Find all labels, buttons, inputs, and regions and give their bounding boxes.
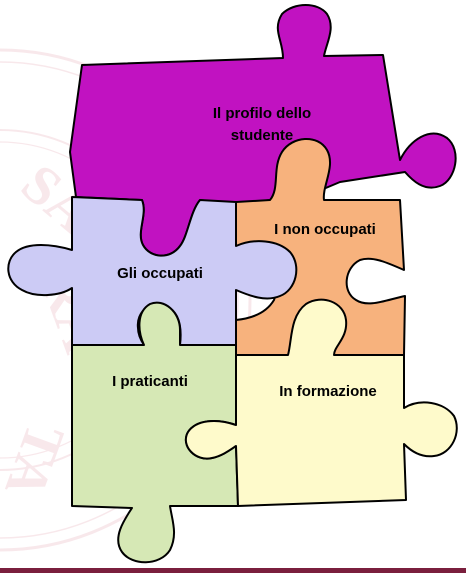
label-profilo-line2: studente	[231, 127, 294, 144]
label-praticanti: I praticanti	[112, 373, 188, 390]
label-profilo: Il profilo dello	[213, 105, 311, 122]
label-formazione: In formazione	[279, 383, 377, 400]
svg-text:TA: TA	[0, 416, 76, 507]
puzzle-piece-formazione	[185, 298, 458, 507]
footer-divider	[0, 568, 466, 573]
label-occupati: Gli occupati	[117, 265, 203, 282]
label-non-occupati: I non occupati	[274, 221, 376, 238]
